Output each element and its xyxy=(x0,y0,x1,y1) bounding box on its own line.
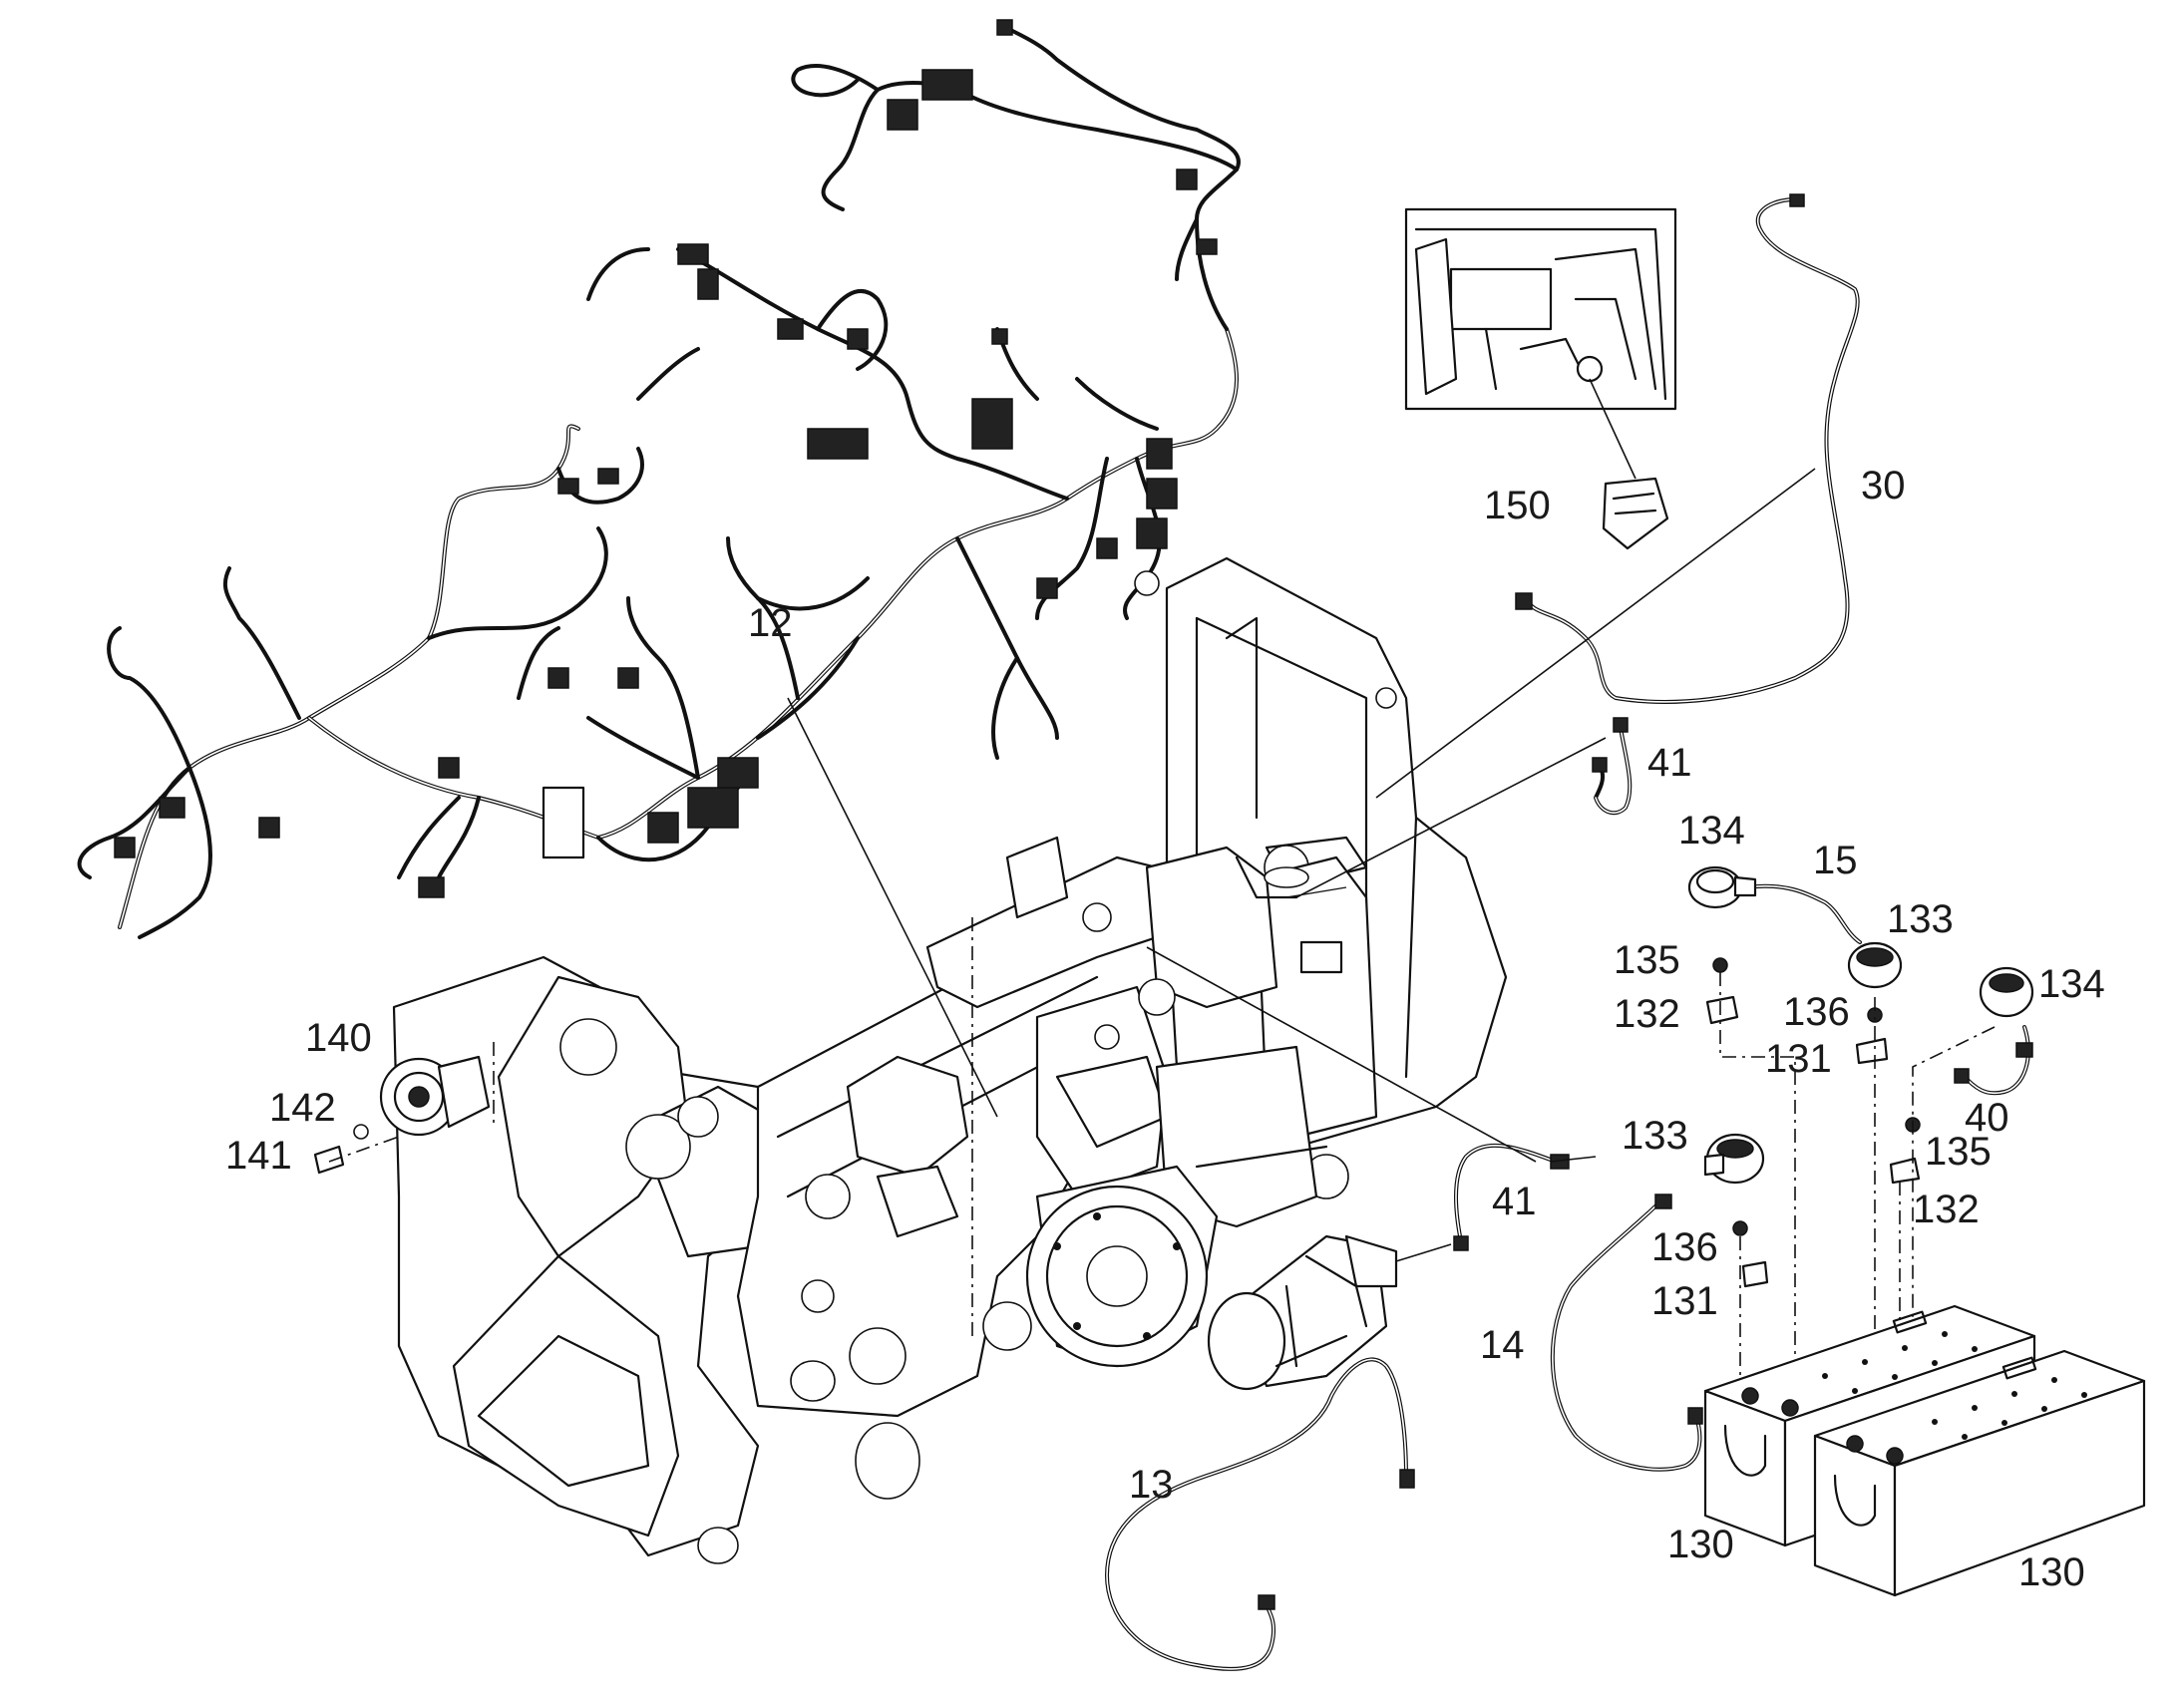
callout-142: 142 xyxy=(269,1086,336,1130)
callout-132-right: 132 xyxy=(1913,1188,1980,1231)
machine-frame xyxy=(392,556,1508,1564)
callout-41-lower: 41 xyxy=(1492,1180,1537,1223)
batteries xyxy=(1703,1304,2146,1597)
callout-130-right: 130 xyxy=(2018,1550,2085,1594)
callout-134-right: 134 xyxy=(2038,962,2105,1006)
callout-150: 150 xyxy=(1484,484,1551,527)
callout-136-lower: 136 xyxy=(1651,1225,1718,1269)
horn-assembly xyxy=(313,1042,495,1175)
main-wiring-harness xyxy=(77,19,1241,939)
callout-41-upper: 41 xyxy=(1647,741,1692,785)
cable-40 xyxy=(1889,966,2034,1185)
callout-15: 15 xyxy=(1813,839,1858,882)
terminal-133-lower xyxy=(1703,1133,1769,1288)
cable-15 xyxy=(1687,865,1903,1065)
cable-30 xyxy=(1515,193,1860,704)
callout-131-upper: 131 xyxy=(1765,1037,1832,1081)
callout-30: 30 xyxy=(1861,464,1906,508)
callout-130-left: 130 xyxy=(1667,1523,1734,1566)
starter-motor xyxy=(1207,1234,1398,1391)
cable-14 xyxy=(1550,1194,1703,1472)
callout-136-upper: 136 xyxy=(1783,990,1850,1034)
callout-133-upper: 133 xyxy=(1887,897,1954,941)
cable-41-upper xyxy=(1592,717,1633,816)
leader-lines xyxy=(787,468,1816,1262)
callout-131-lower: 131 xyxy=(1651,1279,1718,1323)
callout-135-right: 135 xyxy=(1925,1130,1992,1174)
callout-141: 141 xyxy=(225,1134,292,1178)
inset-detail xyxy=(1404,207,1677,550)
cable-41-lower xyxy=(1453,1143,1570,1251)
callout-labels: 12 30 150 41 134 15 133 135 132 136 131 … xyxy=(225,464,2105,1594)
callout-134-left: 134 xyxy=(1678,809,1745,853)
cable-13 xyxy=(1105,1357,1415,1671)
callout-14: 14 xyxy=(1480,1323,1525,1367)
callout-132-left: 132 xyxy=(1614,992,1680,1036)
callout-40: 40 xyxy=(1965,1096,2009,1140)
callout-135-left: 135 xyxy=(1614,938,1680,982)
callout-140: 140 xyxy=(305,1016,372,1060)
callout-133-lower: 133 xyxy=(1622,1114,1688,1158)
callout-12: 12 xyxy=(748,601,793,645)
callout-13: 13 xyxy=(1129,1463,1174,1507)
